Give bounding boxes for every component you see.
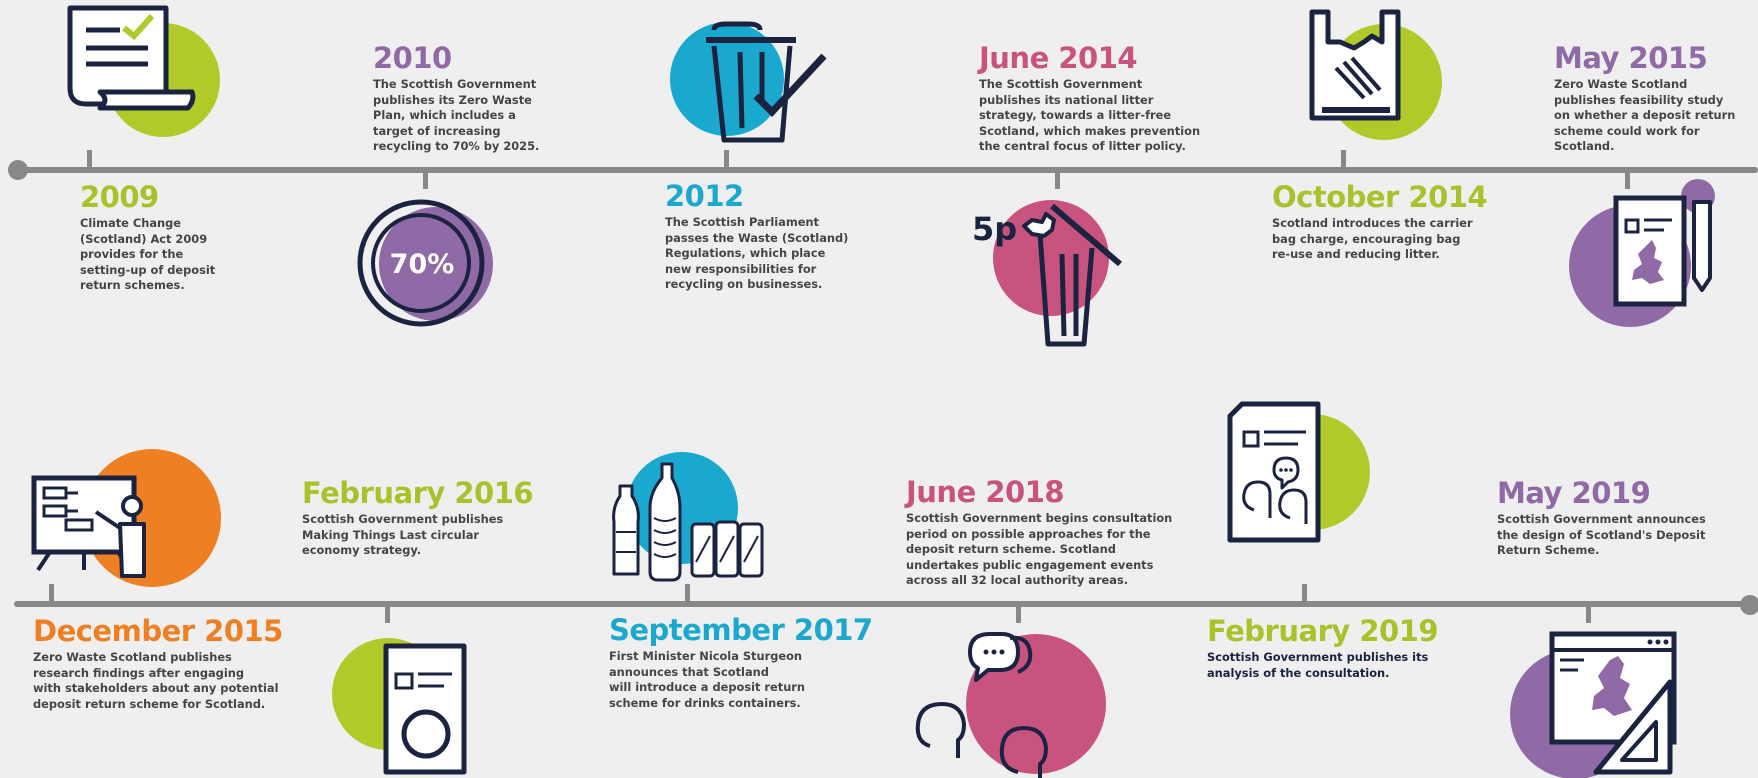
- event-description: Climate Change (Scotland) Act 2009 provi…: [80, 216, 216, 293]
- conversation-icon: [914, 632, 1114, 778]
- event-description: Zero Waste Scotland publishes feasibilit…: [1554, 77, 1736, 154]
- event-may-2015: May 2015 Zero Waste Scotland publishes f…: [1554, 41, 1758, 155]
- event-june-2014: June 2014 The Scottish Government publis…: [979, 41, 1200, 155]
- target-70-percent-icon: 70%: [356, 198, 500, 328]
- event-december-2015: December 2015 Zero Waste Scotland publis…: [33, 614, 283, 712]
- event-2012: 2012 The Scottish Parliament passes the …: [665, 179, 848, 293]
- tick-2009: [87, 150, 92, 169]
- tick-2010: [423, 170, 428, 189]
- event-description: Scottish Government announces the design…: [1497, 512, 1706, 558]
- event-description: Scottish Government publishes Making Thi…: [302, 512, 504, 558]
- event-september-2017: September 2017 First Minister Nicola Stu…: [609, 613, 873, 711]
- event-date: 2009: [80, 180, 159, 214]
- event-june-2018: June 2018 Scottish Government begins con…: [906, 475, 1172, 589]
- event-date: 2010: [373, 41, 452, 75]
- event-date: December 2015: [33, 614, 283, 648]
- event-date: June 2014: [979, 41, 1138, 75]
- tick-september-2017: [685, 584, 690, 603]
- carrier-bag-icon: [1309, 8, 1442, 140]
- litter-bin-5p-icon: 5p: [970, 198, 1130, 348]
- event-description: Scotland introduces the carrier bag char…: [1272, 216, 1473, 262]
- event-description: Zero Waste Scotland publishes research f…: [33, 650, 279, 711]
- tick-february-2016: [385, 604, 390, 623]
- event-description: Scottish Government begins consultation …: [906, 511, 1173, 588]
- top-timeline-axis: [14, 167, 1758, 173]
- bottom-timeline-axis: [14, 601, 1750, 607]
- tick-december-2015: [49, 584, 54, 603]
- presentation-board-icon: [30, 448, 221, 588]
- bottom-axis-end-dot: [1740, 595, 1758, 615]
- tick-february-2019: [1302, 584, 1307, 603]
- event-date: May 2019: [1497, 476, 1651, 510]
- tick-may-2015: [1625, 170, 1630, 189]
- tick-june-2014: [1055, 170, 1060, 189]
- event-february-2016: February 2016 Scottish Government publis…: [302, 476, 534, 559]
- event-description: The Scottish Government publishes its Ze…: [373, 77, 540, 154]
- event-2009: 2009 Climate Change (Scotland) Act 2009 …: [80, 180, 215, 294]
- event-date: September 2017: [609, 613, 873, 647]
- event-october-2014: October 2014 Scotland introduces the car…: [1272, 180, 1488, 263]
- event-date: October 2014: [1272, 180, 1488, 214]
- tick-may-2019: [1586, 604, 1591, 623]
- tick-2012: [724, 150, 729, 169]
- bin-check-icon: [666, 16, 836, 146]
- scotland-design-icon: [1510, 630, 1680, 778]
- tick-october-2014: [1341, 150, 1346, 169]
- event-date: June 2018: [906, 475, 1065, 509]
- event-date: May 2015: [1554, 41, 1708, 75]
- event-date: February 2016: [302, 476, 534, 510]
- event-date: February 2019: [1207, 614, 1439, 648]
- event-may-2019: May 2019 Scottish Government announces t…: [1497, 476, 1706, 559]
- scotland-study-icon: [1566, 178, 1716, 338]
- event-february-2019: February 2019 Scottish Government publis…: [1207, 614, 1439, 681]
- tick-june-2018: [1016, 604, 1021, 623]
- document-check-icon: [60, 0, 230, 140]
- event-description: Scottish Government publishes its analys…: [1207, 650, 1429, 680]
- consultation-document-icon: [1227, 401, 1378, 543]
- target-percent-label: 70%: [390, 249, 455, 280]
- event-description: The Scottish Parliament passes the Waste…: [665, 215, 849, 292]
- document-circle-icon: [332, 632, 484, 778]
- event-description: First Minister Nicola Sturgeon announces…: [609, 649, 806, 710]
- drinks-containers-icon: [610, 452, 780, 582]
- event-date: 2012: [665, 179, 744, 213]
- event-description: The Scottish Government publishes its na…: [979, 77, 1201, 154]
- event-2010: 2010 The Scottish Government publishes i…: [373, 41, 539, 155]
- coin-price-label: 5p: [972, 210, 1017, 248]
